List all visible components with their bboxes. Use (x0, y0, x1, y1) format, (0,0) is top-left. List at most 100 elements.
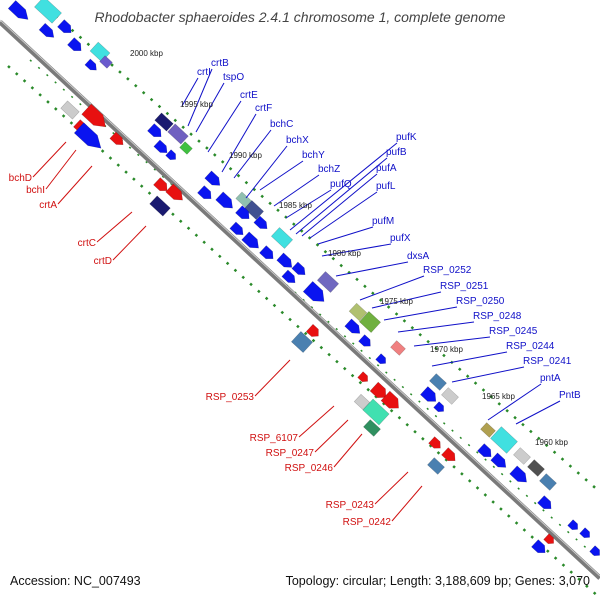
gene-feature (57, 19, 72, 34)
forward-gene-label: tspO (223, 72, 244, 83)
accession-text: Accession: NC_007493 (10, 574, 141, 588)
forward-gene-label: RSP_0251 (440, 281, 489, 292)
gene-feature (179, 141, 193, 155)
gene-feature (154, 112, 174, 132)
reverse-gene-label: crtD (94, 256, 112, 267)
gene-feature (380, 390, 399, 409)
gene-feature (81, 103, 106, 128)
forward-gene-label: pufL (376, 181, 396, 192)
forward-gene-label: crtB (211, 58, 229, 69)
gene-feature (375, 353, 386, 365)
gene-feature (197, 185, 212, 200)
reverse-gene-label: RSP_0253 (206, 392, 255, 403)
forward-gene-label: pufB (386, 147, 407, 158)
gene-feature (441, 387, 459, 405)
forward-label-leader (451, 366, 525, 383)
forward-gene-label: bchC (270, 119, 293, 130)
gene-feature (490, 452, 507, 468)
reverse-gene-label: bchD (9, 173, 32, 184)
forward-label-leader (515, 400, 561, 425)
gene-feature (316, 271, 340, 293)
gene-feature (165, 183, 183, 201)
gene-feature (215, 191, 233, 209)
gene-feature (359, 311, 381, 333)
gene-feature (276, 252, 293, 268)
genome-summary: Topology: circular; Length: 3,188,609 bp… (285, 574, 590, 588)
gene-features (7, 0, 600, 557)
forward-gene-label: pufM (372, 216, 394, 227)
gene-feature (165, 149, 176, 161)
reverse-label-leader (96, 211, 133, 243)
forward-gene-label: crtI (197, 67, 211, 78)
gene-feature (369, 381, 387, 398)
reverse-label-leader (32, 141, 67, 178)
gene-feature (477, 443, 492, 458)
gene-feature (429, 373, 447, 391)
gene-feature (420, 386, 437, 402)
gene-feature (253, 215, 268, 230)
forward-label-leader (273, 174, 320, 207)
forward-label-leader (233, 129, 272, 179)
gene-feature (84, 58, 97, 71)
forward-label-leader (371, 291, 442, 309)
forward-gene-label: dxsA (407, 251, 430, 262)
reverse-label-leader (374, 471, 409, 505)
forward-label-leader (359, 275, 425, 301)
label-leaders (32, 68, 561, 522)
gene-feature (531, 539, 546, 554)
forward-label-leader (195, 82, 225, 133)
gene-feature (259, 245, 274, 260)
forward-gene-label: RSP_0252 (423, 265, 472, 276)
gene-feature (357, 371, 368, 383)
forward-gene-label: crtE (240, 90, 258, 101)
forward-gene-label: RSP_0241 (523, 356, 572, 367)
gene-feature (99, 55, 113, 69)
gene-feature (441, 447, 456, 462)
forward-label-leader (221, 113, 257, 173)
gene-feature (589, 545, 600, 557)
forward-gene-label: pufX (390, 233, 411, 244)
forward-label-leader (487, 383, 542, 421)
gene-feature (244, 200, 264, 220)
gene-feature (153, 177, 168, 192)
gene-feature (527, 459, 545, 477)
gene-feature (7, 0, 29, 20)
scale-tick-label: 1995 kbp (180, 100, 213, 109)
gene-feature (390, 340, 406, 356)
scale-tick-label: 1980 kbp (328, 249, 361, 258)
gene-feature (480, 422, 496, 438)
gene-feature (490, 426, 518, 454)
gene-feature (433, 401, 444, 413)
gene-feature (543, 533, 554, 545)
gene-feature (109, 131, 124, 146)
gene-feature (427, 457, 445, 475)
forward-label-leader (285, 189, 332, 219)
outer-forward-track (39, 1, 600, 493)
scale-tick-label: 1965 kbp (482, 392, 515, 401)
forward-gene-label: bchZ (318, 164, 340, 175)
scale-tick-label: 1975 kbp (380, 297, 413, 306)
gene-feature (38, 22, 55, 38)
forward-gene-label: RSP_0248 (473, 311, 522, 322)
outer-reverse-track (7, 65, 600, 599)
forward-label-leader (245, 145, 288, 199)
backbone-highlight (0, 19, 600, 577)
reverse-label-leader (391, 485, 423, 522)
gene-feature (147, 123, 162, 138)
gene-feature (567, 519, 578, 531)
forward-gene-label: crtF (255, 103, 272, 114)
reverse-label-leader (57, 165, 93, 205)
scale-tick-label: 2000 kbp (130, 49, 163, 58)
forward-label-leader (187, 68, 213, 127)
scale-tick-label: 1985 kbp (279, 201, 312, 210)
gene-feature (537, 495, 552, 510)
gene-feature (428, 436, 441, 449)
gene-feature (60, 100, 80, 120)
gene-feature (167, 123, 189, 145)
forward-label-leader (301, 173, 378, 237)
forward-gene-label: RSP_0245 (489, 326, 538, 337)
forward-label-leader (413, 336, 491, 347)
gene-feature (67, 37, 82, 52)
reverse-label-leader (333, 433, 363, 468)
